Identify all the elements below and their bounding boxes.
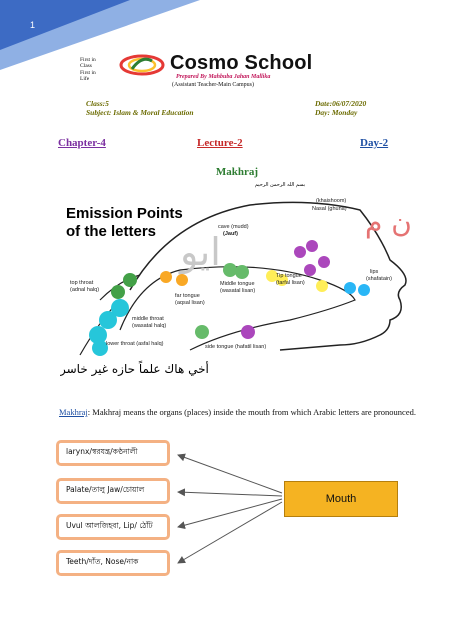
diagram-heading-line2: of the letters bbox=[66, 223, 156, 240]
label-far-tongue: far tongue bbox=[175, 293, 200, 299]
definition-text: : Makhraj means the organs (places) insi… bbox=[87, 407, 416, 417]
date-info: Date:06/07/2020 bbox=[315, 99, 367, 108]
label-lower-throat: lower throat (asfal halq) bbox=[106, 341, 164, 347]
organ-box-teeth: Teeth/দাঁত, Nose/নাক bbox=[56, 550, 170, 576]
label-khaishoom: (khaishoom) bbox=[316, 198, 346, 204]
label-side-tongue: side tongue (hafatil lisan) bbox=[205, 344, 266, 350]
arabic-phrase: أخي هاك علماً حازه غير خاسر bbox=[60, 360, 209, 377]
organ-box-palate: Palate/তালু Jaw/চোয়াল bbox=[56, 478, 170, 504]
lecture-link[interactable]: Lecture-2 bbox=[197, 137, 243, 149]
makhraj-definition: Makhraj: Makhraj means the organs (place… bbox=[59, 407, 419, 418]
label-nasal: Nasal (ghuna) bbox=[312, 206, 347, 212]
label-top-throat-ar: (adnal halq) bbox=[70, 287, 99, 293]
label-lips-ar: (shafatain) bbox=[366, 276, 392, 282]
school-logo bbox=[119, 54, 165, 76]
definition-term[interactable]: Makhraj bbox=[59, 407, 88, 417]
label-lips: lips bbox=[370, 269, 379, 275]
label-middle-tongue: Middle tongue bbox=[220, 281, 255, 287]
corner-decoration bbox=[0, 0, 200, 70]
label-top-throat: top throat bbox=[70, 280, 94, 286]
arrows bbox=[177, 453, 283, 564]
class-info: Class:5 bbox=[86, 99, 109, 108]
label-middle-throat: middle throat bbox=[132, 316, 164, 322]
label-far-tongue-ar: (aqsal lisan) bbox=[175, 300, 205, 306]
prepared-by: Prepared By Mahbuba Jahan Mallika bbox=[176, 74, 271, 80]
label-tip-tongue: Tip tongue bbox=[276, 273, 302, 279]
motto: First in Class First in Life bbox=[80, 57, 96, 83]
day-info: Day: Monday bbox=[315, 108, 358, 117]
page-number: 1 bbox=[30, 20, 36, 30]
day-link[interactable]: Day-2 bbox=[360, 137, 389, 149]
throat-letters bbox=[89, 273, 137, 356]
head-outline bbox=[129, 201, 407, 351]
bismillah: بسم الله الرحمن الرحيم bbox=[255, 182, 305, 188]
chapter-link[interactable]: Chapter-4 bbox=[58, 137, 106, 149]
school-name: Cosmo School bbox=[170, 52, 313, 74]
diagram-heading-line1: Emission Points bbox=[66, 205, 183, 222]
big-letters: ايو bbox=[178, 230, 221, 275]
mouth-box: Mouth bbox=[284, 481, 398, 517]
subject-info: Subject: Islam & Moral Education bbox=[86, 108, 194, 117]
label-cave: cave (mudd) bbox=[218, 224, 249, 230]
organ-box-uvula: Uvul আলজিহবা, Lip/ ঠোঁট bbox=[56, 514, 170, 540]
label-tip-tongue-ar: (tarfal lisan) bbox=[276, 280, 305, 286]
organ-box-larynx: larynx/স্বরযন্ত্র/কণ্ঠনালী bbox=[56, 440, 170, 466]
tongue-letters bbox=[160, 240, 370, 339]
assistant-role: (Assistant Teacher-Main Campus) bbox=[172, 82, 254, 88]
label-cave-ar: (Jauf) bbox=[223, 231, 238, 237]
tongue-outline bbox=[119, 266, 356, 351]
makhraj-diagram: ن م ايو Emission Points of the letters ب… bbox=[60, 182, 412, 377]
page-title: Makhraj bbox=[215, 166, 259, 178]
label-middle-tongue-ar: (wasatal lisan) bbox=[220, 288, 255, 294]
label-middle-throat-ar: (wasatal halq) bbox=[132, 323, 166, 329]
nasal-letters: ن م bbox=[365, 206, 412, 239]
